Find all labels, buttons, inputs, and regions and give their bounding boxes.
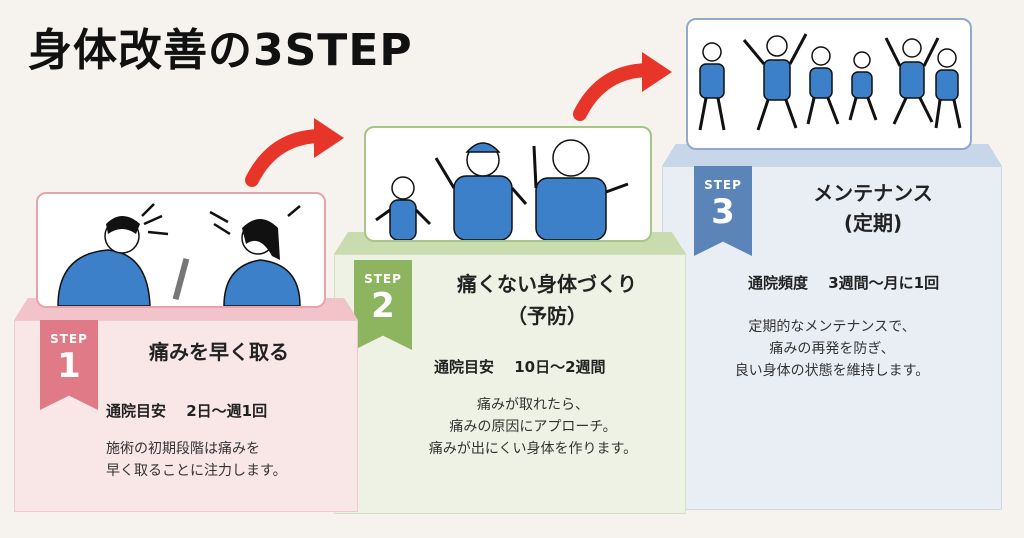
step2-heading: 痛くない身体づくり (457, 272, 637, 296)
arrow-icon (245, 118, 344, 187)
people-illustration (686, 18, 972, 150)
step3-ribbon: STEP 3 (694, 166, 752, 256)
people-illustration (36, 192, 326, 308)
step2-subheading: （予防） (507, 304, 587, 328)
step3-subheading: (定期) (843, 211, 903, 235)
step3-description: 定期的なメンテナンスで、 痛みの再発を防ぎ、 良い身体の状態を維持します。 (734, 319, 930, 379)
people-illustration (364, 126, 652, 242)
step3-heading: メンテナンス (813, 181, 933, 205)
step1-description: 施術の初期段階は痛みを 早く取ることに注力します。 (106, 441, 287, 479)
step2-frequency: 通院目安 10日〜2週間 (434, 358, 606, 376)
step1-frequency: 通院目安 2日〜週1回 (106, 402, 268, 420)
arrow-icon (573, 52, 672, 121)
step1-ribbon: STEP 1 (40, 320, 98, 410)
step3-panel: STEP 3 メンテナンス (定期) 通院頻度 3週間〜月に1回 定期的なメンテ… (662, 144, 1002, 510)
page-title: 身体改善の3STEP (28, 25, 413, 76)
step2-panel: STEP 2 痛くない身体づくり （予防） 通院目安 10日〜2週間 痛みが取れ… (334, 232, 686, 514)
step1-heading: 痛みを早く取る (149, 340, 289, 364)
step2-description: 痛みが取れたら、 痛みの原因にアプローチ。 痛みが出にくい身体を作ります。 (428, 397, 638, 457)
step3-frequency: 通院頻度 3週間〜月に1回 (748, 274, 940, 292)
step2-ribbon: STEP 2 (354, 260, 412, 350)
step1-panel: STEP 1 痛みを早く取る 通院目安 2日〜週1回 施術の初期段階は痛みを 早… (14, 298, 358, 512)
